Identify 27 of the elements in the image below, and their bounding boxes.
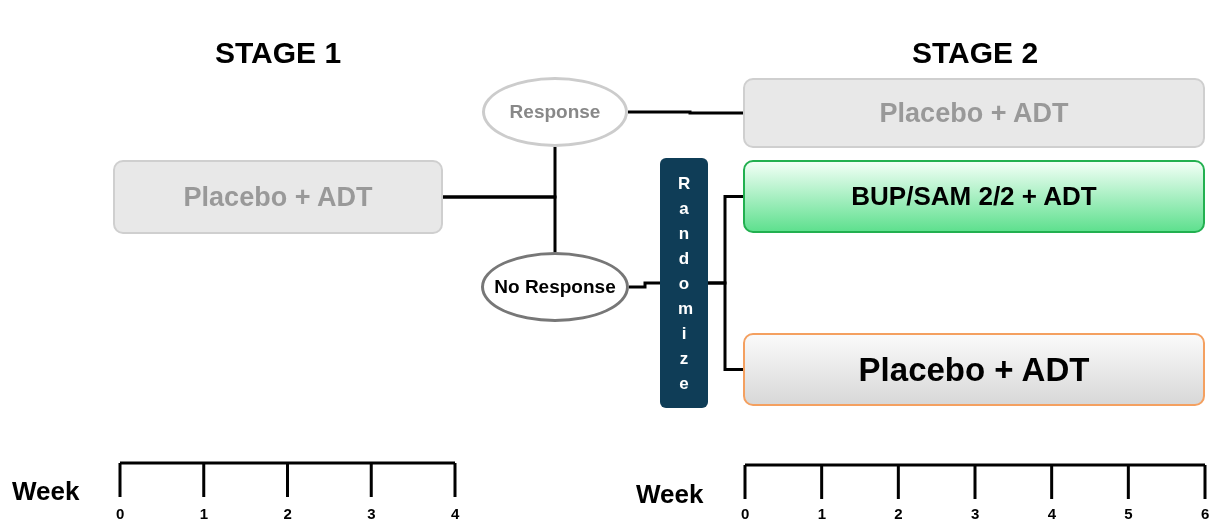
- outcome-ellipse: Response: [482, 77, 628, 147]
- tick-label: 6: [1201, 505, 1210, 522]
- tick-label: 0: [116, 505, 125, 522]
- tick-label: 2: [283, 505, 292, 522]
- stage-heading: STAGE 2: [912, 36, 1039, 70]
- tick-label: 4: [451, 505, 460, 522]
- tick-label: 3: [971, 505, 980, 522]
- tick-label: 5: [1124, 505, 1133, 522]
- tick-label: 2: [894, 505, 903, 522]
- tick-label: 1: [817, 505, 826, 522]
- tick-label: 3: [367, 505, 376, 522]
- connector-line: [708, 281, 743, 371]
- axis-label: Week: [12, 476, 80, 507]
- connector-line: [443, 195, 557, 252]
- treatment-box: Placebo + ADT: [743, 78, 1205, 148]
- randomize-bar: Randomize: [660, 158, 708, 408]
- connector-line: [628, 110, 743, 115]
- tick-label: 0: [741, 505, 750, 522]
- axis-label: Week: [636, 479, 704, 510]
- tick-label: 1: [199, 505, 209, 522]
- treatment-box: Placebo + ADT: [113, 160, 443, 234]
- treatment-box: Placebo + ADT: [743, 333, 1205, 406]
- treatment-box: BUP/SAM 2/2 + ADT: [743, 160, 1205, 233]
- connector-line: [629, 281, 660, 289]
- outcome-ellipse: No Response: [481, 252, 629, 322]
- tick-label: 4: [1047, 505, 1056, 522]
- stage-heading: STAGE 1: [215, 36, 342, 70]
